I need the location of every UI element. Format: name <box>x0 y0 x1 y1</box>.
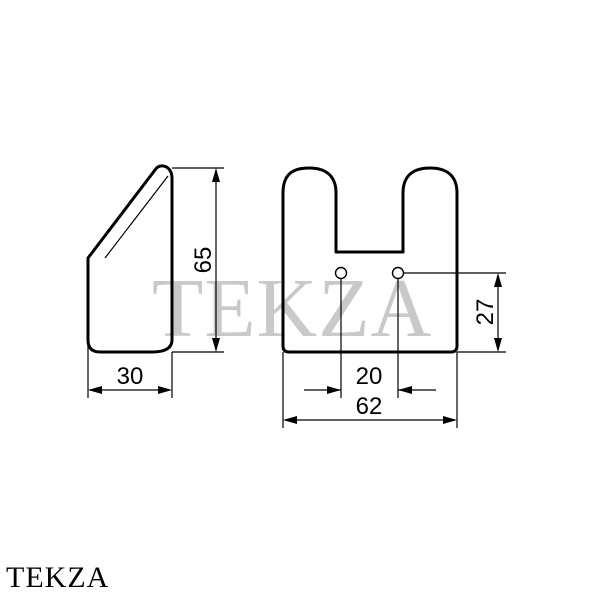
dimension-width: 62 <box>282 352 458 428</box>
arrowhead-top <box>212 168 220 182</box>
dimension-hole-height: 27 <box>404 272 506 353</box>
arrowhead-left <box>283 416 297 424</box>
dimension-label-27: 27 <box>472 299 499 326</box>
dimension-label-62: 62 <box>356 393 383 420</box>
dimension-label-20: 20 <box>356 363 383 390</box>
arrowhead-left <box>327 386 341 394</box>
watermark-text: TEKZA <box>152 262 432 355</box>
dimension-label-65: 65 <box>190 247 217 274</box>
arrowhead-bottom <box>494 338 502 352</box>
dimension-label-30: 30 <box>117 363 144 390</box>
dimension-hole-spacing: 20 <box>304 363 436 394</box>
mounting-hole-left <box>334 266 348 280</box>
front-view <box>281 166 459 354</box>
arrowhead-top <box>494 273 502 287</box>
arrowhead-right <box>398 386 412 394</box>
arrowhead-right <box>443 416 457 424</box>
arrowhead-left <box>88 386 102 394</box>
dimension-side-depth: 30 <box>87 340 173 398</box>
side-view <box>86 164 174 354</box>
arrowhead-bottom <box>212 338 220 352</box>
side-view-outline <box>86 164 174 354</box>
brand-logo-text: TEKZA <box>6 561 110 594</box>
arrowhead-right <box>158 386 172 394</box>
mounting-hole-right <box>391 266 405 280</box>
front-view-outline <box>281 166 459 354</box>
side-view-edge-line <box>104 175 169 259</box>
dimension-side-height: 65 <box>172 167 224 353</box>
